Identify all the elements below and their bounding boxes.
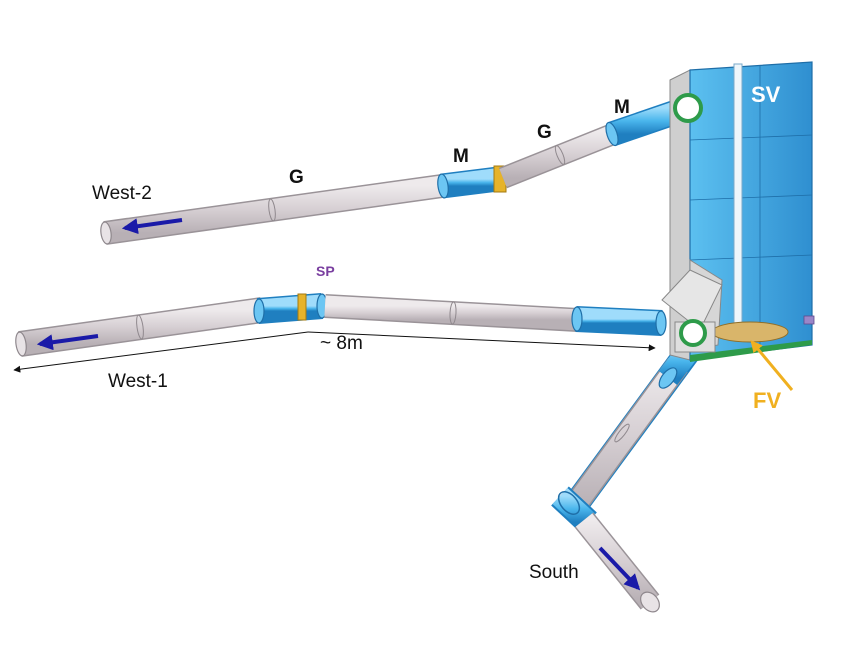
sv-label: SV [751, 82, 781, 107]
south-pipe [563, 337, 704, 515]
west1-inner-pipe [324, 294, 579, 332]
g-label-upper: G [537, 122, 552, 143]
dimension-arrow-icon [307, 331, 656, 352]
upper-pipe [498, 121, 623, 189]
fv-label: FV [753, 388, 782, 413]
south-exit-pipe [574, 512, 660, 613]
m-label-mid: M [453, 146, 469, 167]
west2-label: West-2 [92, 183, 152, 204]
storage-vessel [661, 61, 815, 362]
flow-arrow-icon [36, 334, 99, 351]
west2-pipe [100, 174, 444, 245]
fv-pointer-arrow [750, 340, 794, 391]
flange-icon [673, 93, 703, 123]
g-label-west2: G [289, 167, 304, 188]
flow-arrow-icon [598, 546, 641, 591]
gate-valve-icon [297, 293, 307, 321]
dimension-arrow-icon [13, 331, 309, 373]
flange-icon [679, 319, 707, 347]
flow-arrow-icon [121, 218, 183, 235]
west1-inner-module [571, 306, 667, 336]
south-label: South [529, 562, 579, 583]
sp-label: SP [316, 263, 335, 279]
fv-disk [711, 321, 789, 343]
m-label-upper: M [614, 97, 630, 118]
west1-module [253, 293, 328, 324]
west2-module [437, 165, 507, 199]
south-module [551, 486, 597, 532]
distance-label: ~ 8m [320, 333, 363, 354]
west1-pipe [15, 297, 264, 357]
west1-label: West-1 [108, 371, 168, 392]
